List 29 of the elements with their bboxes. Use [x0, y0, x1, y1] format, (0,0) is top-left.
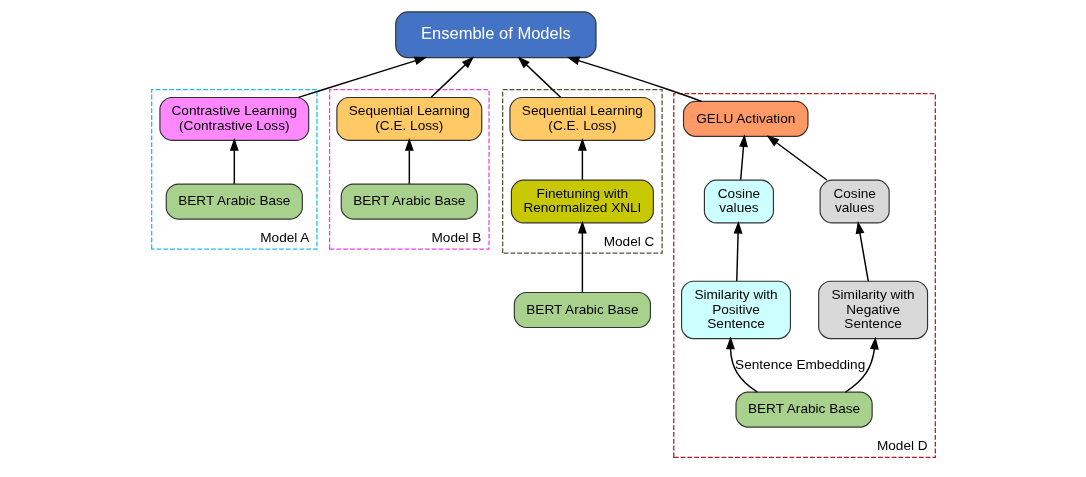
node-box: Similarity with Negative Sentence: [817, 280, 928, 340]
node-box: Sequential Learning (C.E. Loss): [508, 96, 655, 141]
node-box: Contrastive Learning (Contrastive Loss): [158, 96, 309, 141]
arrow: [229, 138, 239, 185]
arrow: [297, 56, 427, 99]
node-box: Cosine values: [703, 179, 774, 224]
arrow: [404, 138, 414, 185]
edge-label: Sentence Embedding: [734, 356, 865, 372]
arrow: [566, 56, 702, 103]
node-box: BERT Arabic Base: [165, 183, 303, 220]
arrow: [517, 56, 561, 98]
node-box: BERT Arabic Base: [734, 391, 873, 428]
arrow: [577, 138, 587, 181]
node-box: GELU Activation: [682, 100, 809, 137]
arrow: [725, 336, 758, 393]
node-box: BERT Arabic Base: [340, 183, 478, 220]
arrow: [733, 221, 742, 282]
node-box: Finetuning with Renormalized XNLI: [510, 179, 654, 224]
node-box: Cosine values: [819, 179, 890, 224]
node-box: Sequential Learning (C.E. Loss): [335, 96, 482, 141]
node-box: Similarity with Positive Sentence: [680, 280, 791, 340]
arrow: [738, 134, 748, 181]
arrow: [855, 221, 869, 282]
arrow: [577, 220, 587, 294]
arrow: [766, 135, 828, 181]
node-box: BERT Arabic Base: [513, 291, 651, 329]
node-box: Ensemble of Models: [394, 11, 597, 59]
arrow: [844, 336, 879, 393]
arrow: [429, 56, 474, 98]
